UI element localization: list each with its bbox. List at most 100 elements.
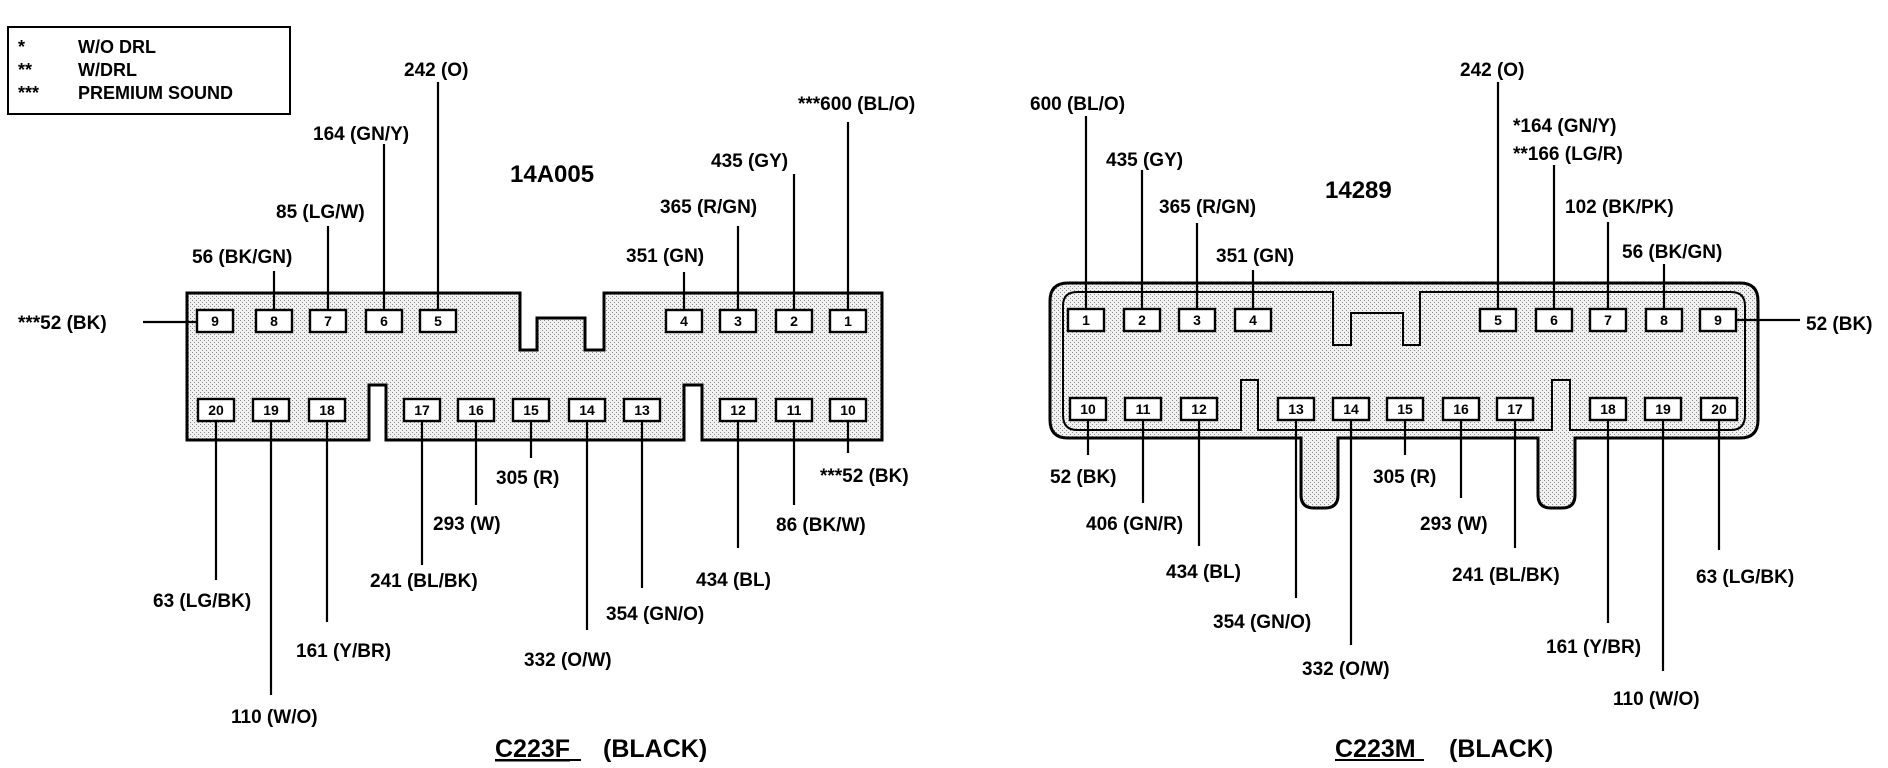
pin-cavity: 19 <box>251 397 291 423</box>
pin-number: 19 <box>263 402 279 418</box>
connector-color: (BLACK) <box>603 735 707 763</box>
pin-number: 9 <box>1714 312 1722 328</box>
circuit-label: 305 (R) <box>496 468 559 489</box>
pin-cavity: 20 <box>1699 396 1739 422</box>
circuit-label: 241 (BL/BK) <box>370 571 478 592</box>
pin-cavity: 13 <box>1276 396 1316 422</box>
pin-cavity: 6 <box>1534 307 1574 333</box>
legend-symbol: *** <box>18 83 39 103</box>
circuit-label: 110 (W/O) <box>231 707 318 728</box>
circuit-label: 242 (O) <box>1460 60 1524 81</box>
circuit-label: 102 (BK/PK) <box>1565 197 1674 218</box>
pin-number: 8 <box>1660 312 1668 328</box>
circuit-label: 351 (GN) <box>1216 246 1294 267</box>
connector-inner-outline <box>1062 291 1746 431</box>
pin-cavity: 13 <box>622 397 662 423</box>
pin-cavity: 14 <box>567 397 607 423</box>
pin-cavity: 11 <box>1123 396 1163 422</box>
circuit-label: 434 (BL) <box>696 570 771 591</box>
pin-number: 15 <box>523 402 539 418</box>
pin-cavity: 4 <box>1233 307 1273 333</box>
pin-number: 5 <box>1494 312 1502 328</box>
circuit-label: 354 (GN/O) <box>1213 612 1311 633</box>
circuit-label: 406 (GN/R) <box>1086 514 1183 535</box>
pin-number: 3 <box>734 313 742 329</box>
pin-cavity: 2 <box>774 308 814 334</box>
legend-text: PREMIUM SOUND <box>78 83 233 103</box>
pin-number: 12 <box>730 402 746 418</box>
circuit-label: 86 (BK/W) <box>776 515 866 536</box>
pin-cavity: 19 <box>1643 396 1683 422</box>
circuit-label: 110 (W/O) <box>1613 689 1700 710</box>
circuit-label: 365 (R/GN) <box>660 197 757 218</box>
circuit-label: 434 (BL) <box>1166 562 1241 583</box>
circuit-label: 161 (Y/BR) <box>296 641 391 662</box>
pin-number: 17 <box>414 402 430 418</box>
pin-cavity: 14 <box>1331 396 1371 422</box>
pin-cavity: 15 <box>1385 396 1425 422</box>
pin-cavity: 1 <box>1066 307 1106 333</box>
circuit-label: 305 (R) <box>1373 467 1436 488</box>
circuit-label: 293 (W) <box>1420 514 1488 535</box>
connector-id: C223M <box>1335 735 1416 763</box>
pin-number: 6 <box>1550 312 1558 328</box>
pin-cavity: 9 <box>195 308 235 334</box>
part-number: 14289 <box>1325 177 1392 204</box>
pin-number: 2 <box>790 313 798 329</box>
circuit-label: 161 (Y/BR) <box>1546 637 1641 658</box>
pin-number: 1 <box>844 313 852 329</box>
pin-cavity: 9 <box>1698 307 1738 333</box>
pin-cavity: 5 <box>1478 307 1518 333</box>
circuit-label: ***52 (BK) <box>820 466 909 487</box>
pin-cavity: 16 <box>1441 396 1481 422</box>
connector-body <box>1048 281 1760 510</box>
circuit-label: 435 (GY) <box>1106 150 1183 171</box>
pin-number: 8 <box>270 313 278 329</box>
pin-number: 20 <box>208 402 224 418</box>
circuit-label: 332 (O/W) <box>524 650 612 671</box>
pin-cavity: 10 <box>828 397 868 423</box>
circuit-label: 164 (GN/Y) <box>313 124 409 145</box>
pin-cavity: 7 <box>308 308 348 334</box>
pin-cavity: 12 <box>718 397 758 423</box>
pin-number: 19 <box>1655 401 1671 417</box>
pin-cavity: 18 <box>1588 396 1628 422</box>
pin-cavity: 16 <box>456 397 496 423</box>
connector-caption: C223F (BLACK) <box>495 735 707 763</box>
pin-cavity: 20 <box>196 397 236 423</box>
circuit-label: 293 (W) <box>433 514 501 535</box>
circuit-label: 354 (GN/O) <box>606 604 704 625</box>
pin-cavity: 18 <box>307 397 347 423</box>
circuit-label: 365 (R/GN) <box>1159 197 1256 218</box>
pin-cavity: 8 <box>1644 307 1684 333</box>
circuit-label: 332 (O/W) <box>1302 659 1390 680</box>
pin-number: 17 <box>1507 401 1523 417</box>
pin-number: 6 <box>380 313 388 329</box>
pin-cavity: 4 <box>664 308 704 334</box>
pin-cavity: 10 <box>1068 396 1108 422</box>
pin-number: 4 <box>680 313 688 329</box>
pin-cavity: 8 <box>254 308 294 334</box>
pin-number: 10 <box>1080 401 1096 417</box>
pin-number: 11 <box>1136 401 1151 417</box>
circuit-label-alt: **166 (LG/R) <box>1513 144 1623 165</box>
pin-number: 18 <box>319 402 335 418</box>
circuit-label: 63 (LG/BK) <box>153 591 251 612</box>
pin-number: 5 <box>434 313 442 329</box>
circuit-label: 600 (BL/O) <box>1030 94 1125 115</box>
pin-number: 14 <box>579 402 595 418</box>
circuit-label: ***600 (BL/O) <box>798 94 915 115</box>
pin-cavity: 12 <box>1179 396 1219 422</box>
pin-number: 16 <box>1453 401 1469 417</box>
pin-cavity: 17 <box>402 397 442 423</box>
pin-number: 7 <box>324 313 332 329</box>
circuit-label: 242 (O) <box>404 60 468 81</box>
circuit-label: 85 (LG/W) <box>276 202 365 223</box>
pin-number: 3 <box>1193 312 1201 328</box>
legend-symbol: ** <box>18 60 32 80</box>
wire-leads <box>143 82 850 695</box>
pin-number: 7 <box>1604 312 1612 328</box>
pin-number: 13 <box>1288 401 1304 417</box>
legend-symbol: * <box>18 37 25 57</box>
